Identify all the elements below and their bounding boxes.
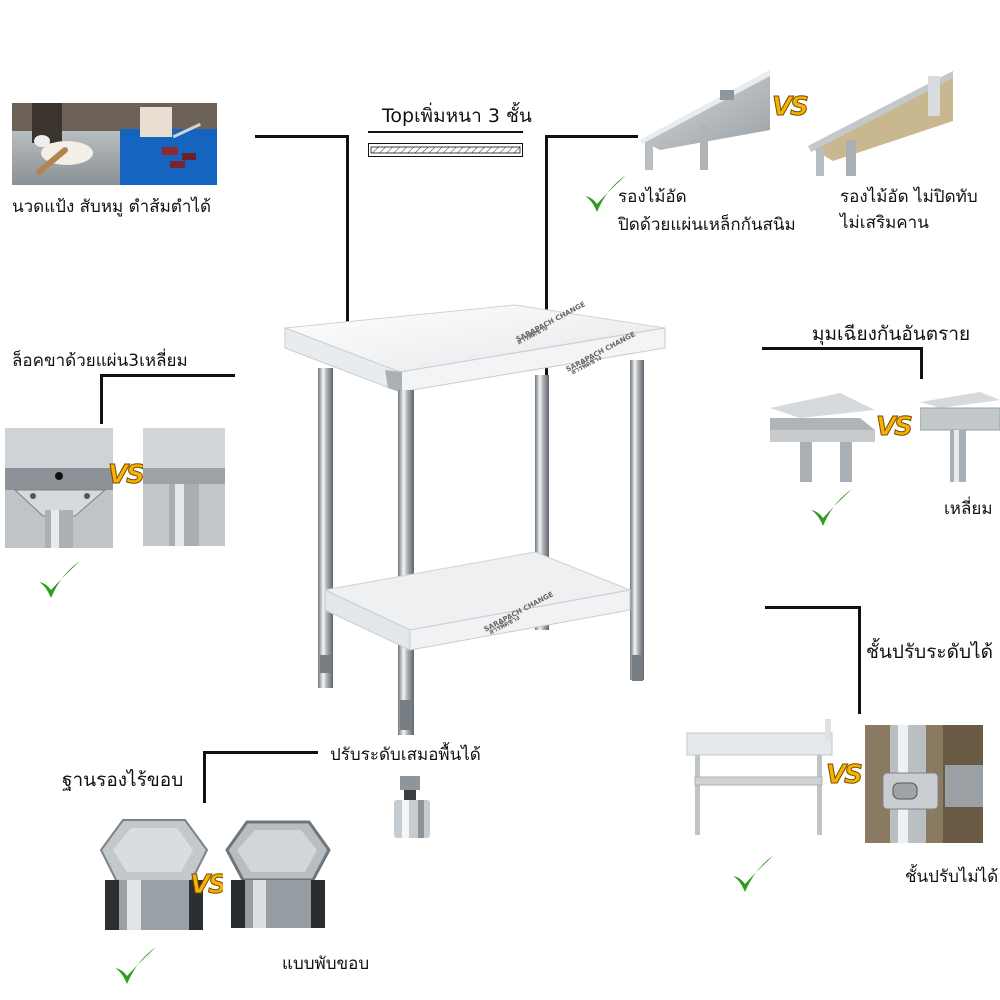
kitchen-use-photo [12, 103, 217, 185]
top-thickness-divider [368, 131, 523, 133]
connector-line [858, 606, 861, 714]
adjustable-shelf-photo [685, 715, 835, 840]
folded-edge-base-photo [223, 810, 333, 928]
bevel-corner-caption: มุมเฉียงกันอันตราย [812, 323, 971, 345]
connector-line [203, 751, 206, 803]
check-icon [112, 944, 158, 988]
plywood-covered-caption-1: รองไม้อัด [618, 187, 687, 207]
connector-line [920, 347, 923, 379]
top-layer-diagram [368, 142, 523, 157]
vs-badge: VS [876, 412, 914, 443]
connector-line [765, 606, 861, 609]
triangle-plate-photo [5, 428, 113, 548]
leveling-foot-caption: ปรับระดับเสมอพื้นได้ [330, 745, 481, 765]
seamless-base-caption: ฐานรองไร้ขอบ [62, 769, 184, 791]
check-icon [36, 558, 82, 602]
leg-lock-caption: ล็อคขาด้วยแผ่น3เหลี่ยม [12, 351, 188, 371]
connector-line [545, 135, 548, 380]
plywood-uncovered-photo [808, 66, 953, 176]
top-thickness-caption: Topเพิ่มหนา 3 ชั้น [382, 105, 532, 127]
fixed-shelf-caption: ชั้นปรับไม่ได้ [905, 867, 999, 887]
connector-line [100, 374, 103, 424]
check-icon [582, 172, 628, 216]
vs-badge: VS [108, 460, 146, 491]
seamless-base-photo [95, 810, 213, 930]
adjustable-shelf-caption: ชั้นปรับระดับได้ [866, 641, 993, 663]
plywood-uncovered-caption-2: ไม่เสริมคาน [840, 213, 929, 233]
stainless-table-photo [280, 300, 670, 735]
no-plate-photo [143, 428, 225, 546]
kitchen-use-caption: นวดแป้ง สับหมู ตำส้มตำได้ [12, 197, 211, 217]
connector-line [545, 135, 638, 138]
folded-edge-base-caption: แบบพับขอบ [282, 954, 370, 974]
connector-line [762, 347, 922, 350]
check-icon [808, 486, 854, 530]
check-icon [730, 852, 776, 896]
bevel-corner-photo [770, 388, 875, 482]
vs-badge: VS [772, 92, 810, 123]
plywood-covered-photo [640, 70, 770, 170]
vs-badge: VS [826, 760, 864, 791]
vs-badge: VS [190, 870, 228, 901]
connector-line [255, 135, 348, 138]
square-corner-caption: เหลี่ยม [944, 499, 993, 519]
connector-line [203, 751, 318, 754]
connector-line [346, 135, 349, 345]
fixed-shelf-photo [865, 725, 983, 843]
connector-line [100, 374, 235, 377]
square-corner-photo [920, 380, 1000, 482]
plywood-covered-caption-2: ปิดด้วยแผ่นเหล็กกันสนิม [618, 215, 796, 235]
plywood-uncovered-caption-1: รองไม้อัด ไม่ปิดทับ [840, 187, 978, 207]
leveling-foot-photo [388, 776, 436, 838]
